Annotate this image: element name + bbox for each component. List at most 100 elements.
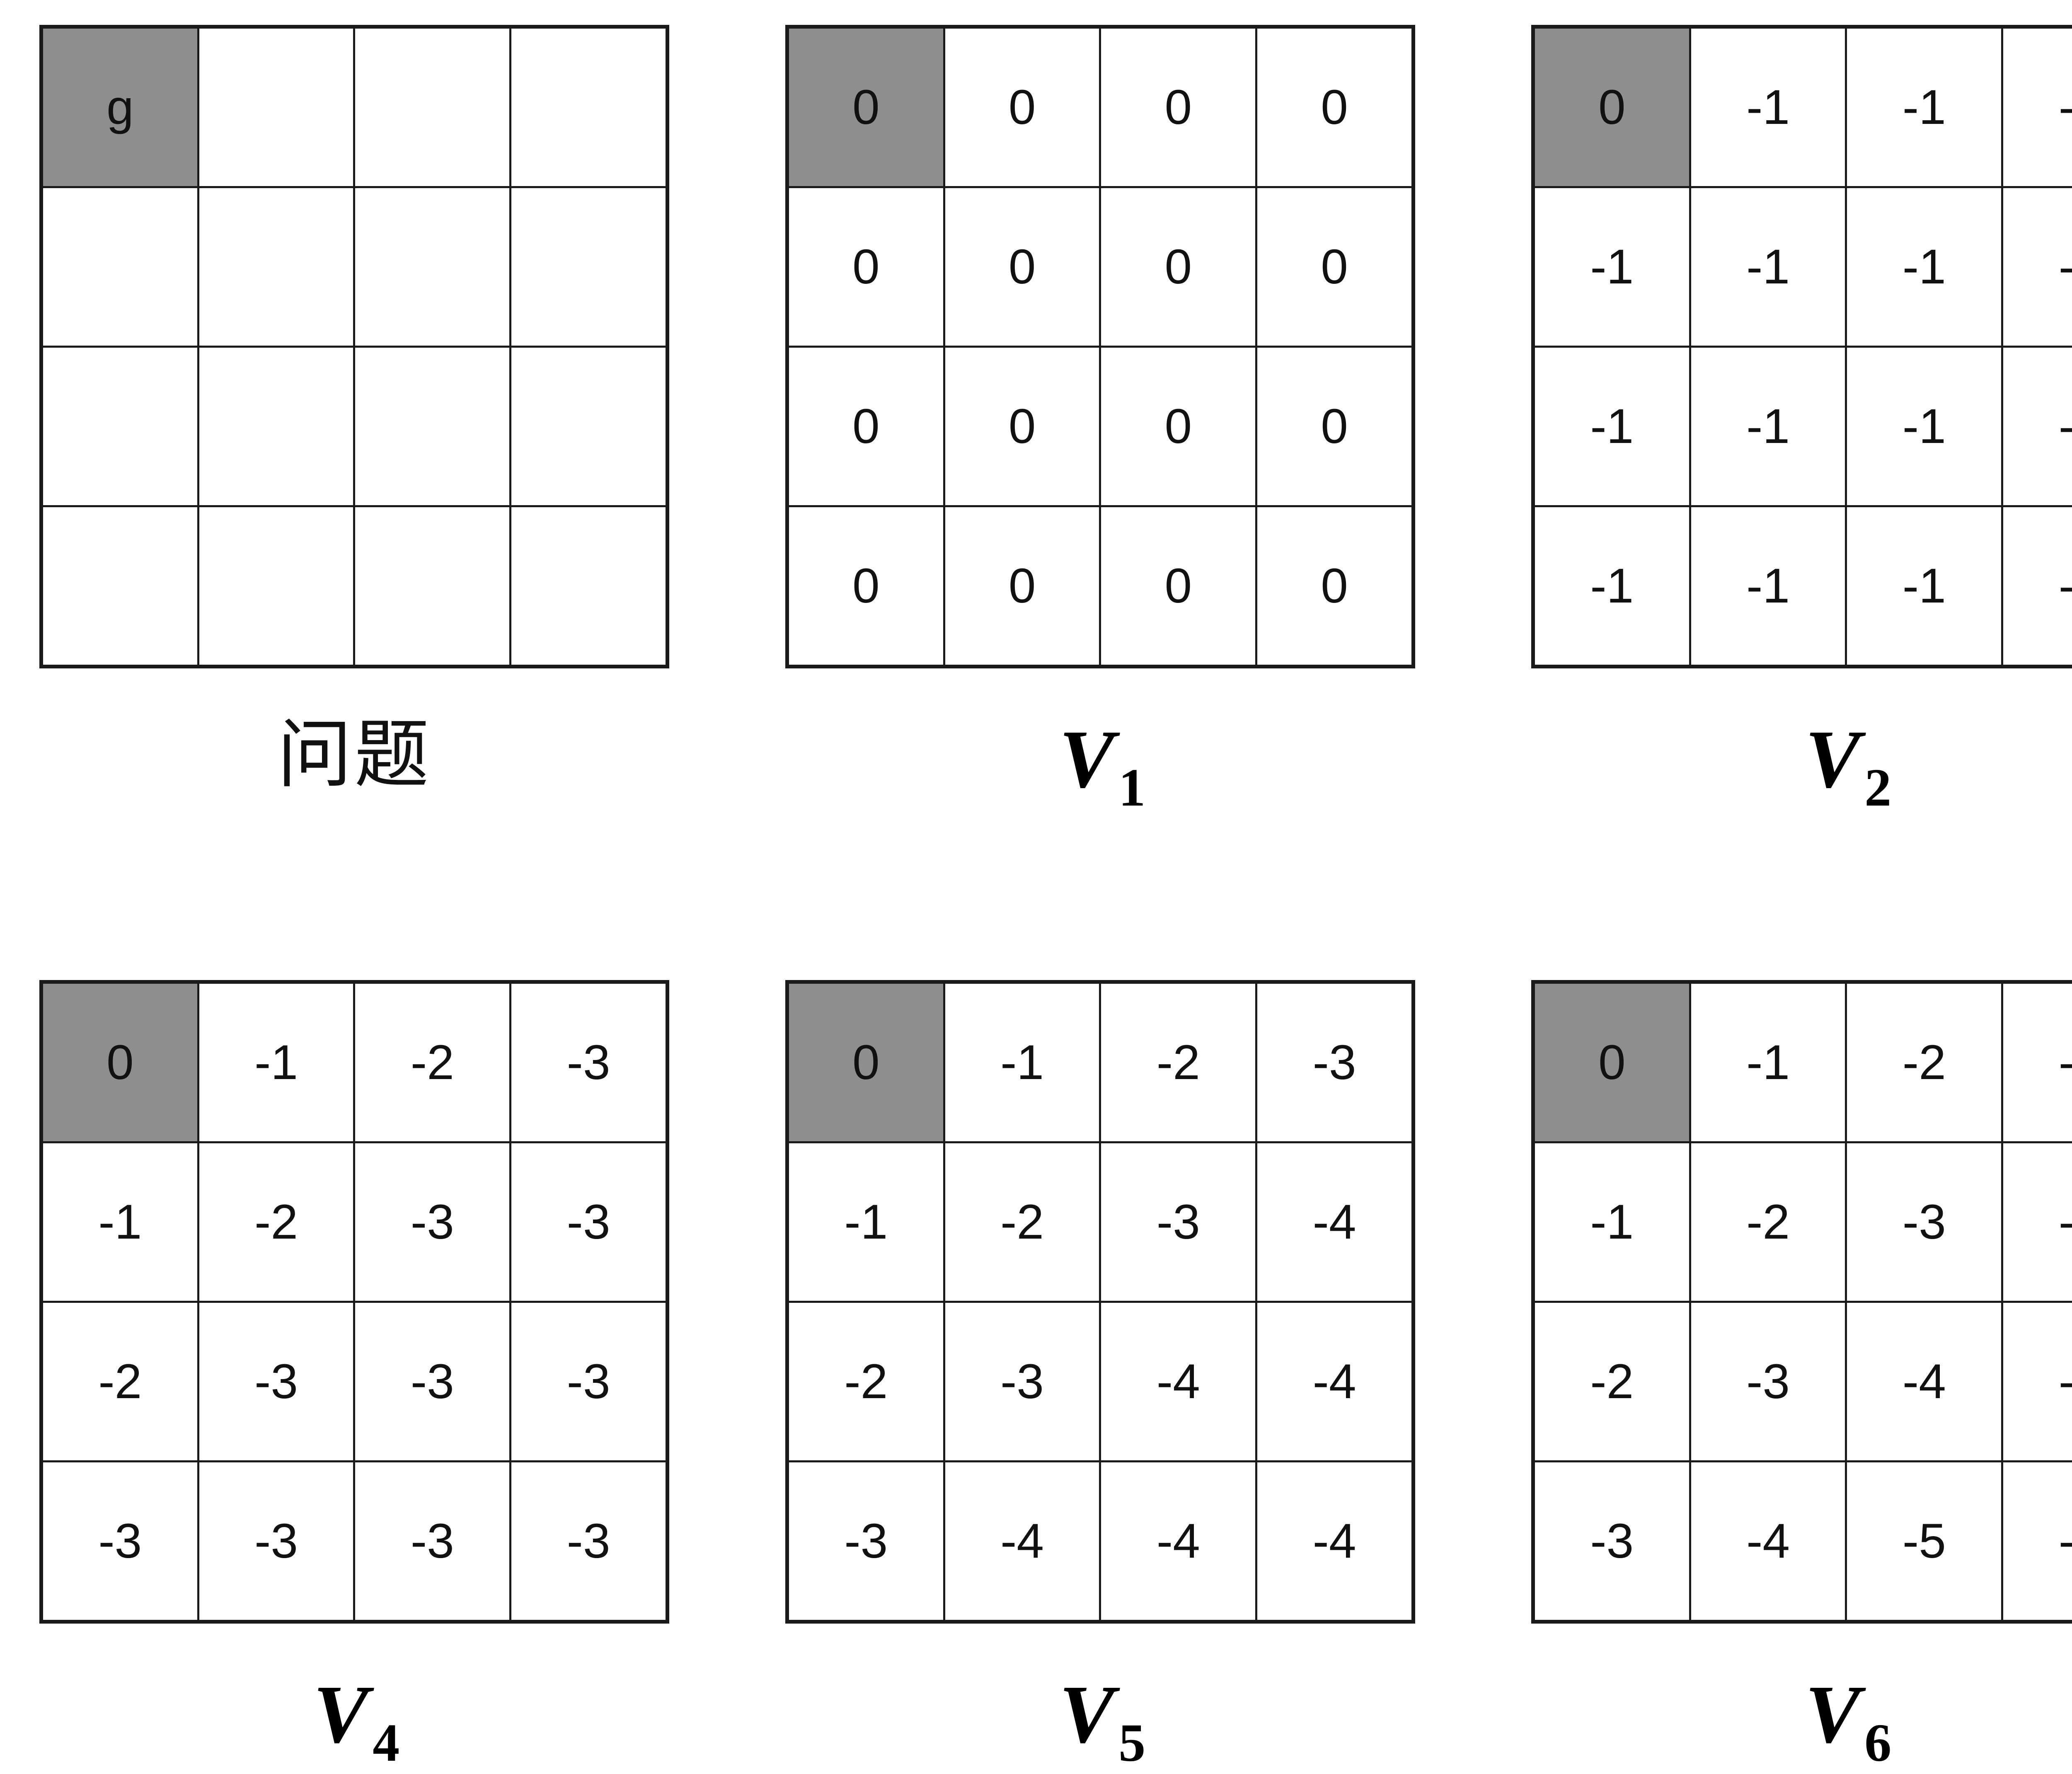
grid-cell-r1-c3[interactable]: 0 — [1255, 186, 1414, 348]
grid-cell-r3-c0[interactable]: -3 — [40, 1460, 199, 1623]
grid-cell-r3-c1[interactable]: -4 — [1689, 1460, 1847, 1623]
grid-cell-r2-c0[interactable]: -1 — [1532, 346, 1691, 507]
grid-cell-r0-c2[interactable]: -2 — [1099, 981, 1258, 1143]
grid-cell-r1-c3[interactable]: -3 — [509, 1141, 668, 1303]
grid-cell-r3-c1[interactable]: -3 — [197, 1460, 356, 1623]
grid-cell-r2-c0[interactable] — [40, 346, 199, 507]
grid-cell-r0-c1[interactable]: 0 — [943, 26, 1101, 188]
grid-cell-r1-c3[interactable]: -4 — [2001, 1141, 2072, 1303]
grid-cell-r2-c0[interactable]: 0 — [786, 346, 945, 507]
grid-cell-r3-c2[interactable]: -3 — [353, 1460, 512, 1623]
grid-cell-r2-c2[interactable]: -4 — [1845, 1301, 2004, 1462]
grid-cell-r1-c2[interactable]: 0 — [1099, 186, 1258, 348]
grid-cell-r1-c0[interactable]: 0 — [786, 186, 945, 348]
grid-cell-r1-c0[interactable]: -1 — [40, 1141, 199, 1303]
grid-cell-r1-c1[interactable] — [197, 186, 356, 348]
grid-cell-r3-c3[interactable]: -3 — [509, 1460, 668, 1623]
grid-cell-r0-c0-goal[interactable]: 0 — [786, 26, 945, 188]
grid-cell-r2-c2[interactable]: 0 — [1099, 346, 1258, 507]
grid-cell-r0-c1[interactable]: -1 — [1689, 981, 1847, 1143]
grid-cell-r2-c0[interactable]: -2 — [1532, 1301, 1691, 1462]
grid-row: g — [40, 26, 668, 188]
grid-cell-r2-c0[interactable]: -2 — [786, 1301, 945, 1462]
grid-cell-r0-c0-goal[interactable]: 0 — [40, 981, 199, 1143]
grid-cell-r2-c2[interactable]: -3 — [353, 1301, 512, 1462]
grid-cell-r3-c3[interactable]: -5 — [2001, 1460, 2072, 1623]
grid-cell-r0-c0-goal[interactable]: g — [40, 26, 199, 188]
grid-cell-r1-c0[interactable] — [40, 186, 199, 348]
grid-cell-r1-c2[interactable] — [353, 186, 512, 348]
grid-cell-r0-c3[interactable]: -1 — [2001, 26, 2072, 188]
grid-cell-r2-c3[interactable]: -1 — [2001, 346, 2072, 507]
grid-cell-r3-c1[interactable]: 0 — [943, 505, 1101, 668]
grid-cell-r3-c1[interactable]: -4 — [943, 1460, 1101, 1623]
grid-cell-r0-c3[interactable]: 0 — [1255, 26, 1414, 188]
grid-cell-r1-c1[interactable]: -1 — [1689, 186, 1847, 348]
grid-cell-r0-c1[interactable]: -1 — [197, 981, 356, 1143]
grid-cell-r1-c1[interactable]: -2 — [1689, 1141, 1847, 1303]
grid-cell-r1-c2[interactable]: -3 — [353, 1141, 512, 1303]
grid-cell-r3-c3[interactable]: 0 — [1255, 505, 1414, 668]
grid-cell-r0-c3[interactable]: -3 — [1255, 981, 1414, 1143]
grid-cell-r1-c0[interactable]: -1 — [1532, 1141, 1691, 1303]
grid-cell-r0-c0-goal[interactable]: 0 — [786, 981, 945, 1143]
grid-cell-r2-c3[interactable]: -3 — [509, 1301, 668, 1462]
grid-cell-r2-c1[interactable]: -3 — [197, 1301, 356, 1462]
grid-cell-r1-c0[interactable]: -1 — [1532, 186, 1691, 348]
grid-cell-r0-c2[interactable]: -2 — [1845, 981, 2004, 1143]
grid-cell-r3-c3[interactable]: -1 — [2001, 505, 2072, 668]
grid-cell-r2-c1[interactable] — [197, 346, 356, 507]
grid-cell-r2-c2[interactable]: -4 — [1099, 1301, 1258, 1462]
grid-cell-r3-c3[interactable] — [509, 505, 668, 668]
grid-cell-r3-c2[interactable]: -5 — [1845, 1460, 2004, 1623]
grid-cell-r1-c1[interactable]: -2 — [943, 1141, 1101, 1303]
grid-cell-r1-c2[interactable]: -1 — [1845, 186, 2004, 348]
grid-cell-r3-c0[interactable]: -1 — [1532, 505, 1691, 668]
grid-cell-r2-c1[interactable]: 0 — [943, 346, 1101, 507]
grid-cell-r2-c1[interactable]: -1 — [1689, 346, 1847, 507]
grid-cell-r3-c0[interactable]: -3 — [1532, 1460, 1691, 1623]
grid-cell-r2-c3[interactable]: -4 — [1255, 1301, 1414, 1462]
panel-caption-V5: V5 — [785, 1673, 1415, 1770]
grid-cell-r1-c3[interactable]: -1 — [2001, 186, 2072, 348]
grid-cell-r2-c3[interactable]: -5 — [2001, 1301, 2072, 1462]
grid-cell-r1-c3[interactable]: -4 — [1255, 1141, 1414, 1303]
grid-cell-r3-c1[interactable] — [197, 505, 356, 668]
grid-cell-r0-c1[interactable] — [197, 26, 356, 188]
grid-cell-r2-c2[interactable]: -1 — [1845, 346, 2004, 507]
grid-cell-r2-c1[interactable]: -3 — [943, 1301, 1101, 1462]
grid-cell-r1-c2[interactable]: -3 — [1099, 1141, 1258, 1303]
grid-cell-r2-c3[interactable] — [509, 346, 668, 507]
grid-cell-r3-c2[interactable]: 0 — [1099, 505, 1258, 668]
grid-row: 0-1-2-3 — [40, 981, 668, 1143]
grid-cell-r3-c0[interactable]: 0 — [786, 505, 945, 668]
grid-cell-r3-c2[interactable]: -4 — [1099, 1460, 1258, 1623]
grid-cell-r0-c3[interactable]: -3 — [2001, 981, 2072, 1143]
grid-cell-r3-c0[interactable]: -3 — [786, 1460, 945, 1623]
grid-cell-r0-c1[interactable]: -1 — [1689, 26, 1847, 188]
grid-cell-r0-c0-goal[interactable]: 0 — [1532, 26, 1691, 188]
grid-cell-r2-c0[interactable]: -2 — [40, 1301, 199, 1462]
grid-cell-r3-c0[interactable] — [40, 505, 199, 668]
grid-cell-r3-c3[interactable]: -4 — [1255, 1460, 1414, 1623]
grid-cell-r0-c2[interactable]: -2 — [353, 981, 512, 1143]
grid-cell-r0-c2[interactable] — [353, 26, 512, 188]
grid-cell-r0-c1[interactable]: -1 — [943, 981, 1101, 1143]
grid-cell-r1-c2[interactable]: -3 — [1845, 1141, 2004, 1303]
grid-cell-r2-c3[interactable]: 0 — [1255, 346, 1414, 507]
grid-cell-r3-c2[interactable] — [353, 505, 512, 668]
grid-cell-r3-c2[interactable]: -1 — [1845, 505, 2004, 668]
grid-cell-r0-c0-goal[interactable]: 0 — [1532, 981, 1691, 1143]
grid-cell-r0-c2[interactable]: 0 — [1099, 26, 1258, 188]
grid-cell-r2-c1[interactable]: -3 — [1689, 1301, 1847, 1462]
grid-cell-r3-c1[interactable]: -1 — [1689, 505, 1847, 668]
grid-cell-r1-c0[interactable]: -1 — [786, 1141, 945, 1303]
grid-cell-r0-c2[interactable]: -1 — [1845, 26, 2004, 188]
grid-cell-r0-c3[interactable] — [509, 26, 668, 188]
grid-cell-r1-c1[interactable]: 0 — [943, 186, 1101, 348]
grid-cell-r1-c3[interactable] — [509, 186, 668, 348]
grid-cell-r0-c3[interactable]: -3 — [509, 981, 668, 1143]
grid-cell-r1-c1[interactable]: -2 — [197, 1141, 356, 1303]
grid-cell-r2-c2[interactable] — [353, 346, 512, 507]
